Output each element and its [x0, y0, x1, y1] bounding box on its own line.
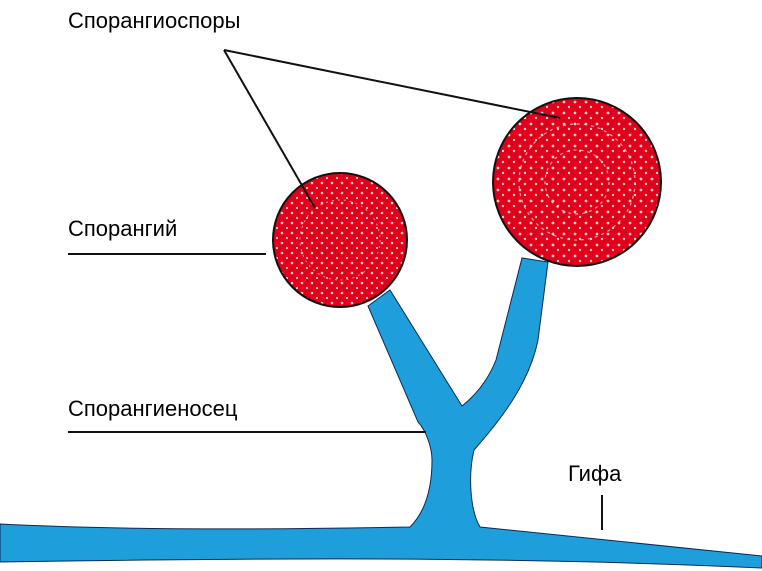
- label-hypha: Гифа: [568, 463, 621, 485]
- leader-sporangiospores-right: [224, 50, 560, 118]
- sporangium-large: [493, 98, 661, 266]
- label-sporangiophore: Спорангиеносец: [68, 398, 237, 420]
- leader-sporangiospores-left: [224, 50, 315, 208]
- label-sporangiospores: Спорангиоспоры: [68, 10, 240, 32]
- sporangium-small: [273, 173, 407, 307]
- label-sporangium: Спорангий: [68, 218, 177, 240]
